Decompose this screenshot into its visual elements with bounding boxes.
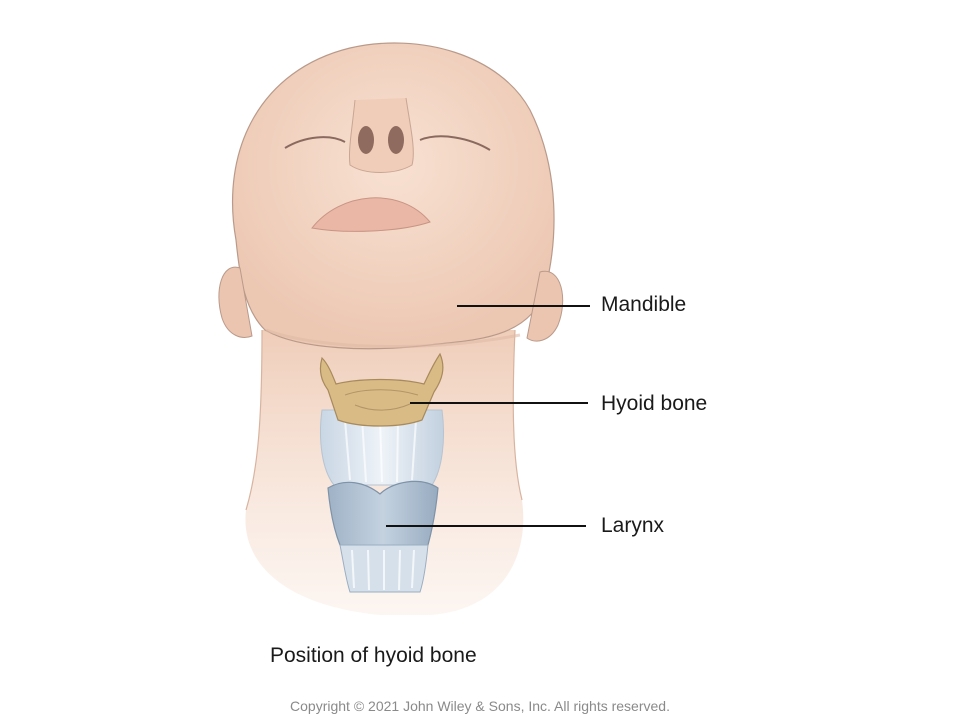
larynx-label: Larynx xyxy=(601,514,665,537)
mandible-leader-line xyxy=(457,305,590,307)
figure-caption: Position of hyoid bone xyxy=(270,644,477,667)
hyoid-bone-label: Hyoid bone xyxy=(601,392,708,415)
mandible-label: Mandible xyxy=(601,293,687,316)
larynx-shape xyxy=(327,480,439,593)
copyright-notice: Copyright © 2021 John Wiley & Sons, Inc.… xyxy=(290,698,670,714)
hyoid-bone-shape xyxy=(319,352,444,427)
larynx-leader-line xyxy=(386,525,586,527)
hyoid-leader-line xyxy=(410,402,588,404)
head xyxy=(218,42,564,350)
